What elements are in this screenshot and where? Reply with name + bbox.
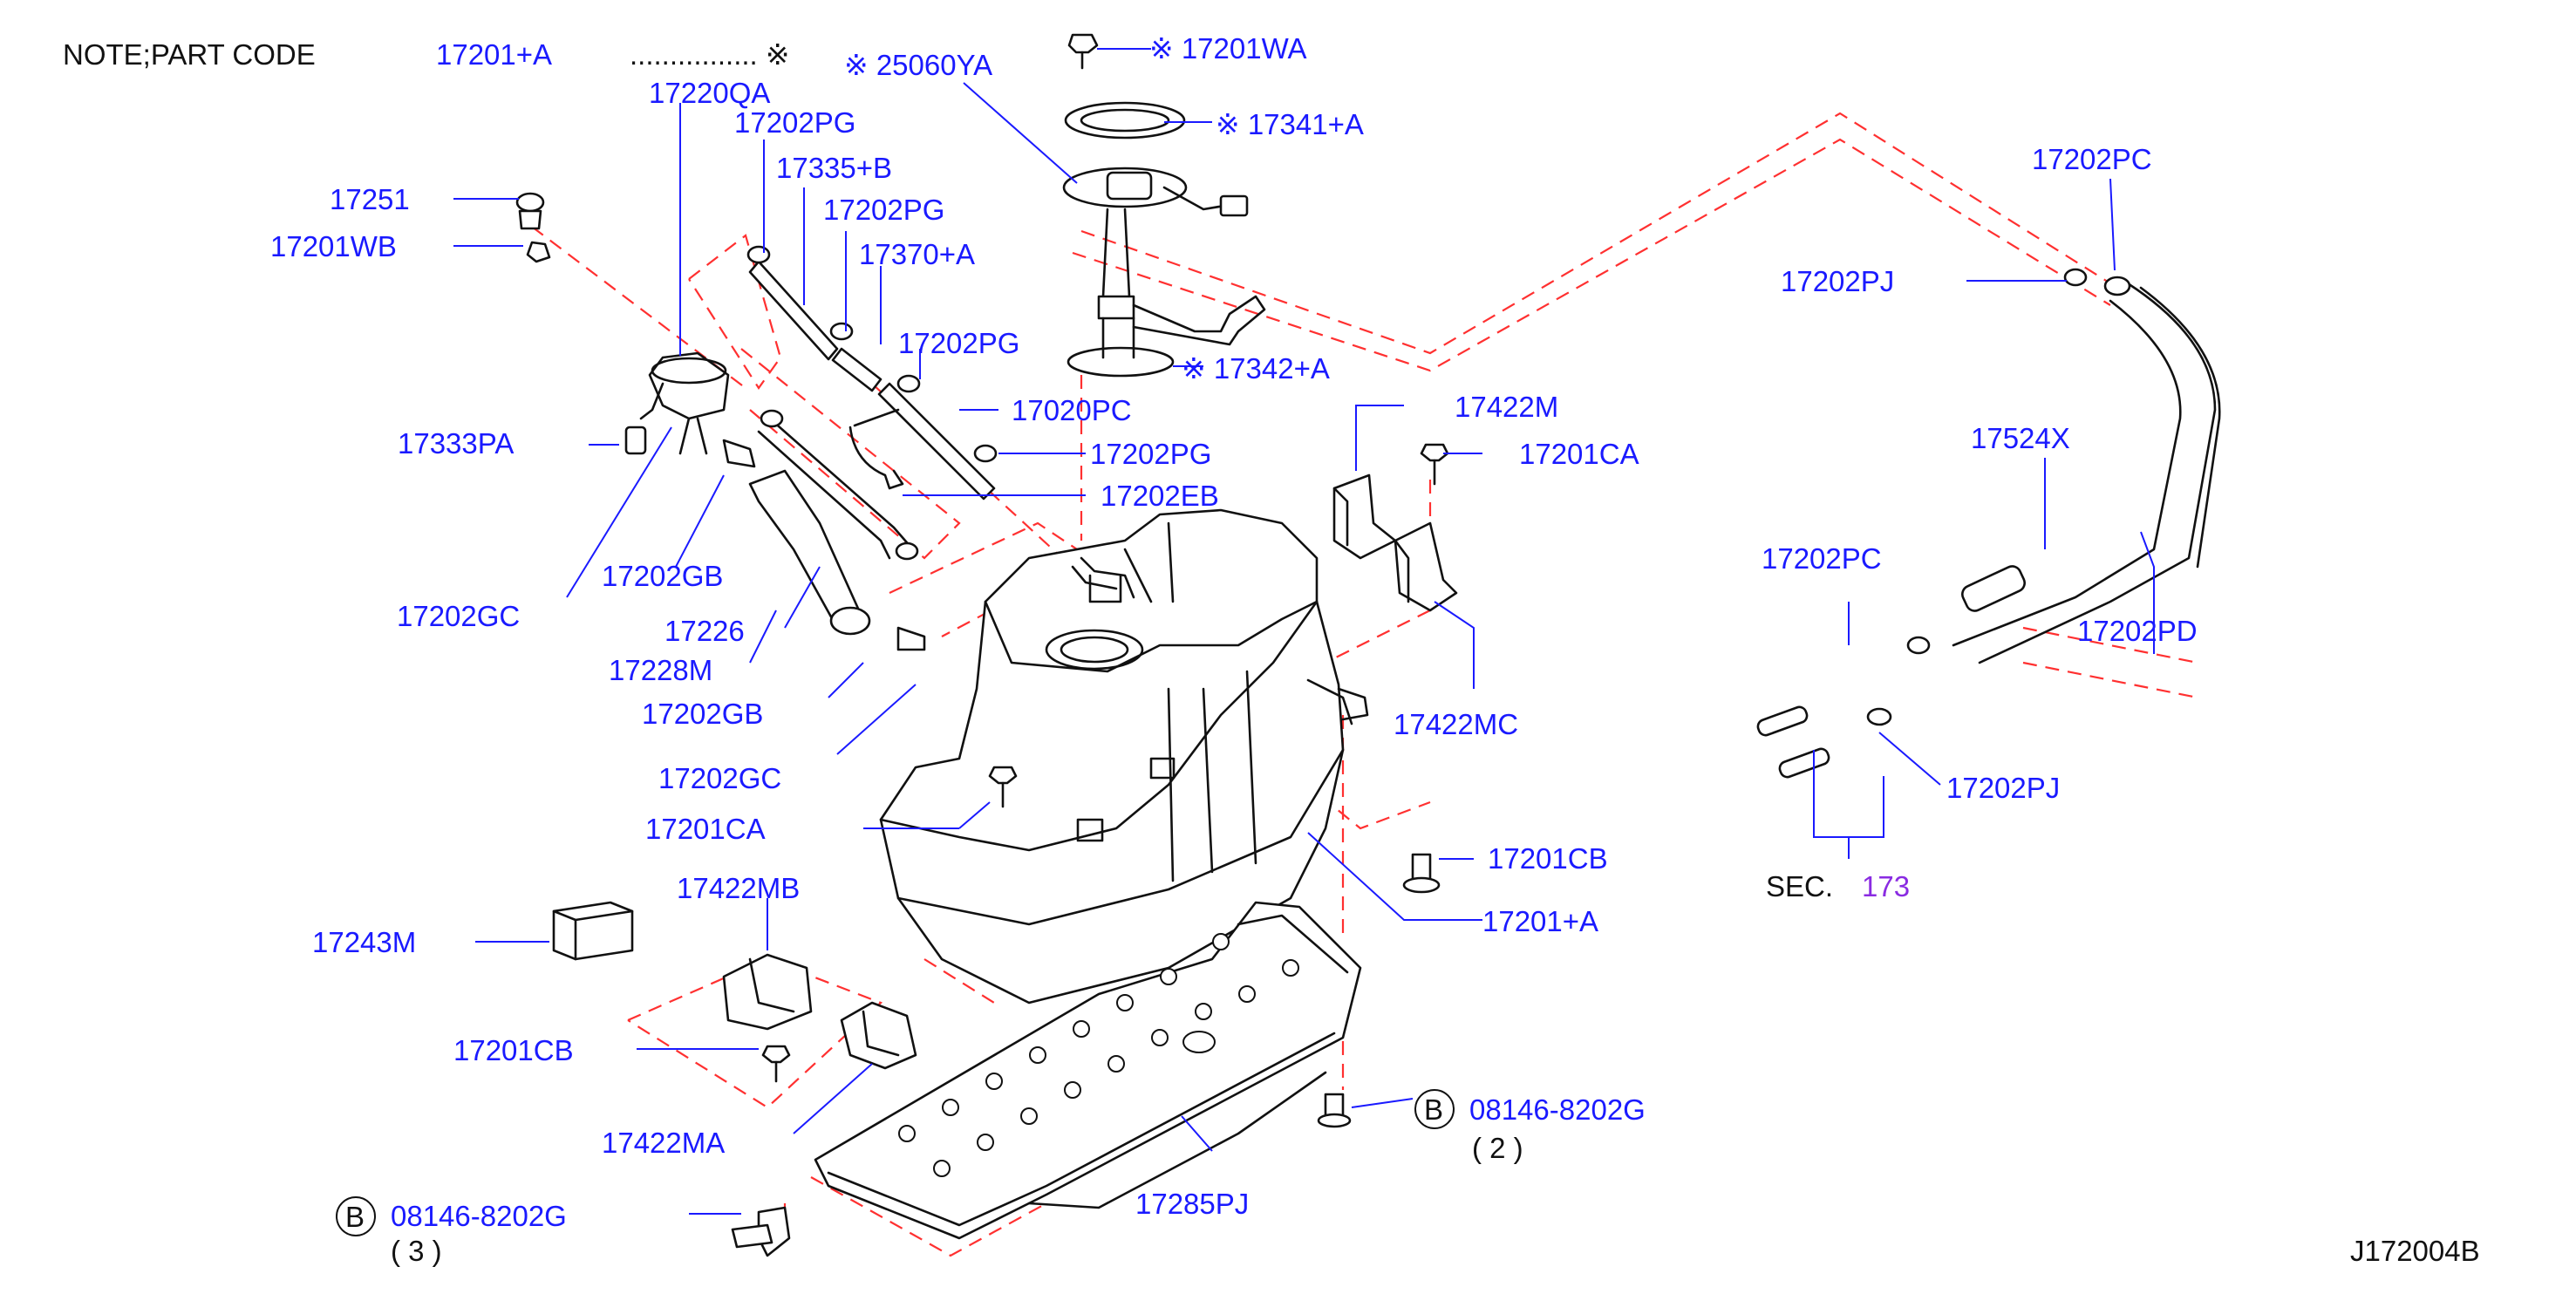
part-17202PG-4[interactable]: 17202PG: [1090, 438, 1211, 470]
part-17341A[interactable]: ※ 17341+A: [1216, 108, 1364, 140]
part-17201CA-1[interactable]: 17201CA: [645, 813, 766, 845]
filler-neck-drawing: [515, 192, 1135, 651]
skid-plate-holes: [898, 933, 1299, 1177]
leader-lines: [453, 48, 2155, 1215]
part-17201WB[interactable]: 17201WB: [270, 230, 397, 262]
part-17202PC-2[interactable]: 17202PC: [1762, 542, 1882, 575]
part-17370A[interactable]: 17370+A: [859, 238, 975, 270]
part-17251[interactable]: 17251: [330, 183, 410, 215]
part-17201CA-2[interactable]: 17201CA: [1519, 438, 1639, 470]
part-17202PJ-1[interactable]: 17202PJ: [1781, 265, 1894, 297]
bolt-b-right-badge: B: [1424, 1093, 1443, 1126]
part-17201CB-1[interactable]: 17201CB: [1488, 842, 1608, 875]
part-17202GB-1[interactable]: 17202GB: [602, 560, 723, 592]
part-17201WA[interactable]: ※ 17201WA: [1149, 32, 1307, 65]
bolt-b-right-callout[interactable]: B 08146-8202G ( 2 ): [1414, 1089, 1646, 1164]
part-17342A[interactable]: ※ 17342+A: [1182, 352, 1330, 385]
part-17422M[interactable]: 17422M: [1455, 391, 1558, 423]
part-17335B[interactable]: 17335+B: [776, 152, 892, 184]
assembly-dashed-lines: [531, 112, 2198, 1257]
part-17202PG-2[interactable]: 17202PG: [823, 194, 944, 226]
bolt-b-right-code: 08146-8202G: [1469, 1093, 1646, 1126]
part-17333PA[interactable]: 17333PA: [398, 427, 514, 460]
bolt-b-left-callout[interactable]: B 08146-8202G ( 3 ): [336, 1196, 567, 1267]
part-17020PC[interactable]: 17020PC: [1012, 394, 1132, 426]
part-17202PJ-2[interactable]: 17202PJ: [1946, 772, 2060, 804]
skid-plate-drawing: [814, 901, 1362, 1240]
part-17201A[interactable]: 17201+A: [1482, 905, 1598, 937]
part-17202GC-1[interactable]: 17202GC: [397, 600, 520, 632]
part-17422MC[interactable]: 17422MC: [1394, 708, 1518, 740]
part-17202PC-1[interactable]: 17202PC: [2032, 143, 2152, 175]
fuel-tank-drawing: [879, 508, 1369, 1005]
bracket-drawings: [552, 443, 1458, 1257]
part-17201CB-2[interactable]: 17201CB: [453, 1034, 574, 1066]
bolt-b-left-qty: ( 3 ): [391, 1235, 442, 1267]
bolt-b-right-qty: ( 2 ): [1472, 1132, 1523, 1164]
bolt-b-left-code: 08146-8202G: [391, 1200, 567, 1232]
part-17226[interactable]: 17226: [664, 615, 745, 647]
part-17202EB[interactable]: 17202EB: [1101, 480, 1219, 512]
fuel-tube-drawing: [1756, 268, 2221, 779]
diagram-id: J172004B: [2350, 1235, 2480, 1267]
part-25060YA[interactable]: ※ 25060YA: [844, 49, 992, 81]
note-dots: ................ ※: [630, 38, 790, 71]
part-17285PJ[interactable]: 17285PJ: [1135, 1188, 1249, 1220]
part-17202PG-3[interactable]: 17202PG: [898, 327, 1019, 359]
note-prefix: NOTE;PART CODE: [63, 38, 316, 71]
part-17228[interactable]: 17228M: [609, 654, 712, 686]
sec-173-link[interactable]: 173: [1862, 870, 1910, 902]
part-17422MB[interactable]: 17422MB: [677, 872, 800, 904]
part-17243M[interactable]: 17243M: [312, 926, 416, 958]
fuel-sender-drawing: [1062, 33, 1266, 378]
part-17202GC-2[interactable]: 17202GC: [658, 762, 781, 794]
bolt-b-left-badge: B: [345, 1201, 365, 1233]
part-17524X[interactable]: 17524X: [1971, 422, 2070, 454]
part-17202GB-2[interactable]: 17202GB: [642, 698, 763, 730]
note-code: 17201+A: [436, 38, 552, 71]
sec-prefix: SEC.: [1766, 870, 1833, 902]
part-17422MA[interactable]: 17422MA: [602, 1127, 725, 1159]
part-17220QA[interactable]: 17220QA: [649, 77, 770, 109]
part-17202PG-1[interactable]: 17202PG: [734, 106, 855, 139]
part-17202PD[interactable]: 17202PD: [2077, 615, 2198, 647]
